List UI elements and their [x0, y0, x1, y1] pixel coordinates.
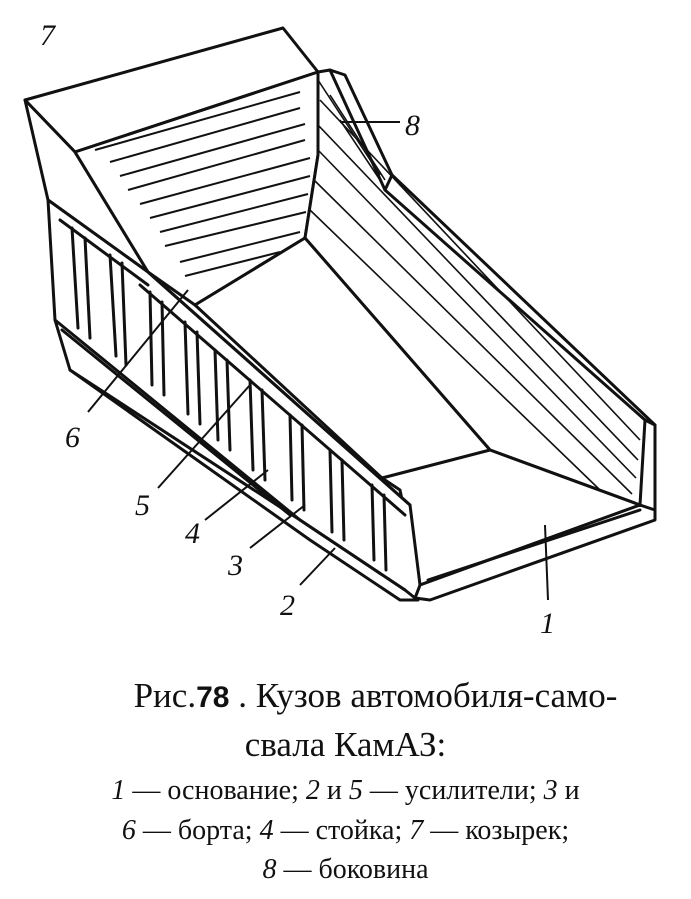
caption-title-line1: Рис.78 . Кузов автомобиля-само-	[0, 678, 691, 713]
caption-legend-line1: 1 — основание; 2 и 5 — усилители; 3 и	[0, 777, 691, 805]
legend-num: 8	[262, 854, 277, 885]
caption-prefix: Рис.	[133, 676, 197, 715]
legend-sep: и	[557, 775, 580, 806]
legend-num: 3	[543, 775, 558, 806]
posts	[70, 226, 388, 572]
caption-title-line2: свала КамАЗ:	[244, 725, 447, 764]
legend-num: 5	[348, 775, 363, 806]
legend-text: основание;	[167, 775, 306, 806]
legend-sep: —	[135, 815, 178, 846]
legend-text: козырек;	[465, 815, 570, 846]
caption-legend-line2: 6 — борта; 4 — стойка; 7 — козырек;	[0, 817, 691, 845]
legend-num: 2	[305, 775, 320, 806]
legend-text: борта;	[177, 815, 260, 846]
legend-sep: —	[362, 775, 405, 806]
caption-legend-line3: 8 — боковина	[0, 856, 691, 884]
upper-rail	[146, 270, 412, 507]
callout-2: 2	[280, 589, 295, 622]
callout-5: 5	[135, 489, 150, 522]
leader-lines	[87, 121, 549, 601]
legend-text: стойка;	[315, 815, 410, 846]
legend-num: 6	[121, 815, 136, 846]
caption-title-text1: . Кузов автомобиля-само-	[229, 676, 618, 715]
callout-7: 7	[40, 19, 57, 52]
legend-num: 7	[409, 815, 424, 846]
lower-reinforcement	[53, 318, 407, 592]
legend-sep: и	[319, 775, 349, 806]
headboard-hatching	[94, 91, 311, 277]
caption-figure-number: 78	[196, 681, 230, 714]
callout-4: 4	[185, 517, 200, 550]
legend-num: 4	[259, 815, 274, 846]
legend-sep: —	[276, 854, 319, 885]
legend-text: боковина	[318, 854, 429, 885]
legend-num: 1	[111, 775, 126, 806]
legend-text: усилители;	[404, 775, 544, 806]
side-wall-hatching	[309, 79, 641, 495]
callout-6: 6	[65, 421, 80, 454]
legend-sep: —	[423, 815, 466, 846]
callout-3: 3	[227, 549, 243, 582]
callout-8: 8	[405, 109, 420, 142]
legend-sep: —	[273, 815, 316, 846]
legend-sep: —	[125, 775, 168, 806]
dump-body-drawing: 7 8 6 5 4 3 2 1	[23, 19, 657, 640]
callout-1: 1	[540, 607, 555, 640]
